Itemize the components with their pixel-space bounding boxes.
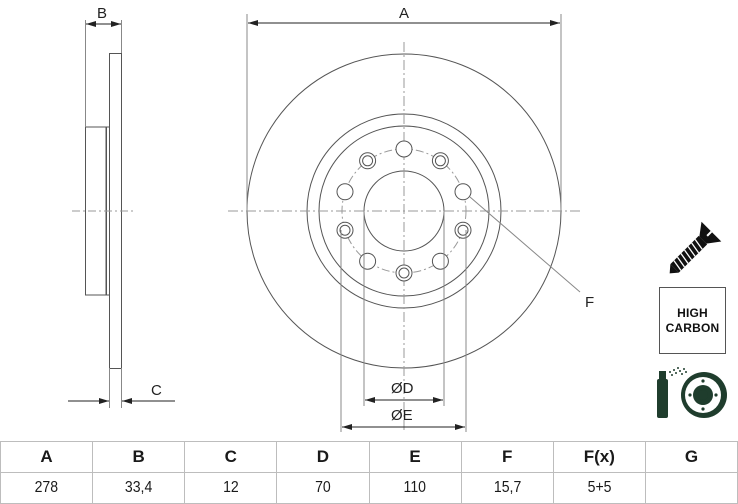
value-a: 278 bbox=[0, 472, 94, 504]
spec-table: A B C D E F F(x) G 278 33,4 12 70 110 15… bbox=[0, 441, 738, 504]
value-b: 33,4 bbox=[92, 472, 186, 504]
header-b: B bbox=[92, 441, 186, 473]
value-d: 70 bbox=[276, 472, 370, 504]
high-carbon-line1: HIGH bbox=[677, 305, 708, 320]
dimension-f: F bbox=[469, 196, 594, 311]
spec-table-header-row: A B C D E F F(x) G bbox=[0, 441, 738, 473]
dimension-label-f: F bbox=[585, 294, 594, 311]
dimension-a: A bbox=[246, 5, 562, 211]
countersunk-screw-icon bbox=[669, 221, 722, 274]
header-f: F bbox=[460, 441, 554, 473]
dimension-e: ØE bbox=[340, 230, 467, 432]
dimension-label-c: C bbox=[151, 382, 162, 399]
dimension-label-d: ØD bbox=[391, 380, 414, 397]
front-view bbox=[228, 42, 582, 430]
header-e: E bbox=[368, 441, 462, 473]
dimension-c: C bbox=[68, 382, 175, 404]
dimension-b: B bbox=[86, 5, 121, 27]
bolt-holes bbox=[336, 140, 472, 282]
value-fx: 5+5 bbox=[552, 472, 646, 504]
header-d: D bbox=[276, 441, 370, 473]
high-carbon-badge: HIGH CARBON bbox=[659, 287, 726, 354]
spec-table-value-row: 278 33,4 12 70 110 15,7 5+5 bbox=[0, 472, 738, 504]
side-view bbox=[72, 20, 134, 408]
value-g bbox=[644, 472, 738, 504]
header-fx: F(x) bbox=[552, 441, 646, 473]
header-g: G bbox=[644, 441, 738, 473]
dimension-label-e: ØE bbox=[391, 407, 413, 424]
high-carbon-line2: CARBON bbox=[665, 320, 720, 335]
dimension-label-a: A bbox=[399, 5, 409, 22]
spray-coated-disc-icon bbox=[657, 367, 727, 418]
value-f: 15,7 bbox=[460, 472, 554, 504]
value-c: 12 bbox=[184, 472, 278, 504]
header-c: C bbox=[184, 441, 278, 473]
dimension-d: ØD bbox=[363, 211, 445, 406]
header-a: A bbox=[0, 441, 94, 473]
dimension-label-b: B bbox=[97, 5, 107, 22]
brake-disc-technical-drawing: B C A Ø bbox=[68, 5, 727, 432]
value-e: 110 bbox=[368, 472, 462, 504]
